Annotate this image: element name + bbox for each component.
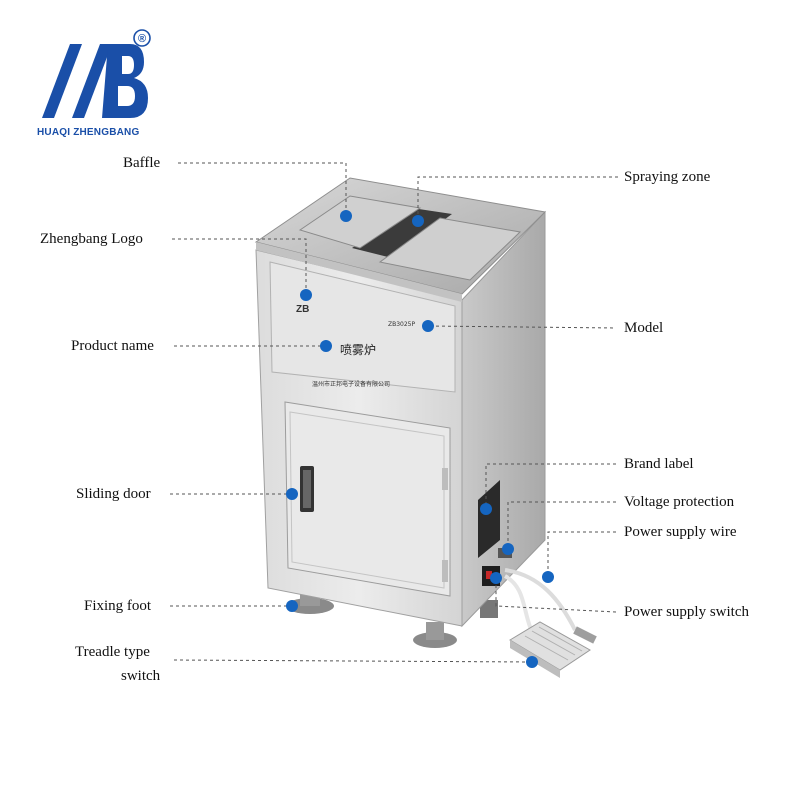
callout-power-supply-switch: Power supply switch	[624, 604, 749, 620]
registered-mark: ®	[138, 33, 146, 45]
callout-treadle-line1: Treadle type	[75, 644, 150, 660]
callout-treadle-line2: switch	[121, 668, 161, 684]
callout-fixing-foot: Fixing foot	[84, 598, 152, 614]
callout-brand-label: Brand label	[624, 456, 694, 472]
leader-lines	[170, 162, 618, 663]
callout-sliding-door: Sliding door	[76, 486, 151, 502]
callout-baffle: Baffle	[123, 155, 161, 171]
zhengbang-logo: ®	[38, 28, 178, 140]
machine-company-line: 温州市正邦电子设备有限公司	[312, 380, 390, 388]
model-plate: ZB3025P	[388, 321, 415, 328]
brand-name: HUAQI ZHENGBANG	[37, 127, 140, 138]
callout-power-supply-wire: Power supply wire	[624, 524, 737, 540]
callout-voltage-protection: Voltage protection	[624, 494, 735, 510]
callout-spraying-zone: Spraying zone	[624, 169, 711, 185]
machine-product-name: 喷雾炉	[340, 343, 376, 357]
fixing-feet	[286, 590, 498, 648]
callout-model: Model	[624, 320, 664, 336]
svg-text:ZB: ZB	[296, 304, 309, 315]
callout-product-name: Product name	[71, 338, 154, 354]
callout-zhengbang-logo: Zhengbang Logo	[40, 231, 143, 247]
callout-dots	[286, 210, 554, 668]
